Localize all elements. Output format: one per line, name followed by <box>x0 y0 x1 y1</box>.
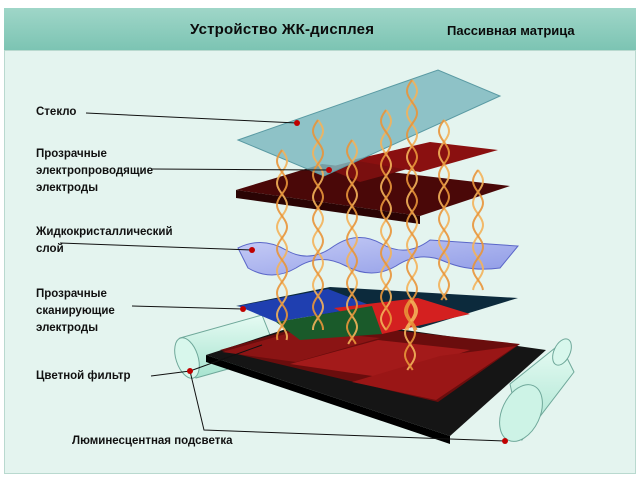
label-backlight: Люминесцентная подсветка <box>72 433 233 450</box>
label-color-filter: Цветной фильтр <box>36 368 131 385</box>
label-liquid-crystal-layer: Жидкокристаллический слой <box>36 224 173 258</box>
label-conductive-electrodes: Прозрачные электропроводящие электроды <box>36 146 153 197</box>
label-scanning-electrodes: Прозрачные сканирующие электроды <box>36 286 115 337</box>
label-glass: Стекло <box>36 104 76 121</box>
